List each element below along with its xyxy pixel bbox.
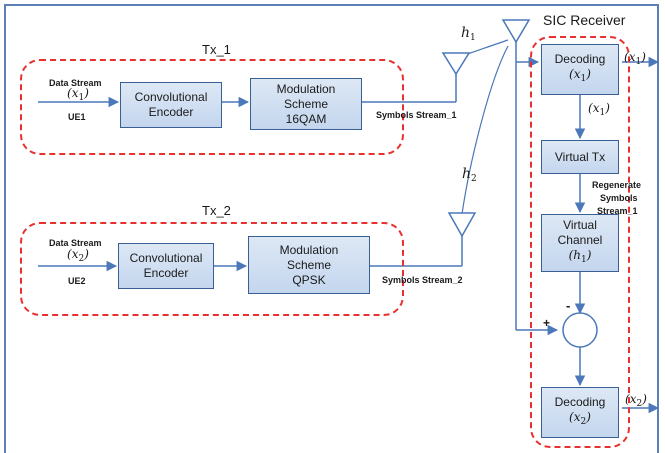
- tx2-input-label: Data Stream: [49, 238, 102, 248]
- tx2-user-label: UE2: [68, 276, 86, 286]
- channel-h1-label: h1: [461, 25, 476, 43]
- tx2-modulation-line3: QPSK: [292, 272, 326, 287]
- regenerate-line3: Stream_1: [597, 206, 638, 216]
- tx1-input-symbol: (x1): [67, 86, 89, 103]
- virtual-channel-line2: Channel: [557, 233, 603, 247]
- virtual-channel-line1: Virtual: [563, 218, 597, 232]
- tx1-user-label: UE1: [68, 112, 86, 122]
- decoding2-box: Decoding (x2): [541, 387, 619, 438]
- virtual-channel-symbol: (h1): [568, 248, 592, 265]
- decoding2-label: Decoding: [554, 395, 606, 409]
- tx2-modulation-line1: Modulation: [279, 242, 339, 257]
- sic-receiver-title: SIC Receiver: [543, 12, 626, 28]
- tx2-group-label: Tx_2: [202, 203, 231, 218]
- tx1-encoder-line1: Convolutional: [134, 90, 208, 104]
- combiner-circle: [562, 312, 598, 348]
- sic-receiver-group: [530, 36, 630, 448]
- tx2-encoder-box: Convolutional Encoder: [118, 243, 214, 289]
- tx2-modulation-line2: Scheme: [286, 257, 332, 272]
- tx1-group: [20, 59, 404, 155]
- tx1-input-label: Data Stream: [49, 78, 102, 88]
- tx1-modulation-line1: Modulation: [276, 81, 336, 96]
- tx1-modulation-box: Modulation Scheme 16QAM: [250, 78, 362, 130]
- combiner-minus-sign: -: [566, 298, 571, 313]
- tx2-group: [20, 222, 404, 316]
- channel-h2-label: h2: [462, 166, 477, 184]
- tx2-encoder-line1: Convolutional: [129, 251, 203, 265]
- tx1-antenna-icon: [441, 52, 471, 76]
- tx2-stream-label: Symbols Stream_2: [382, 275, 463, 285]
- decoding1-box: Decoding (x1): [541, 44, 619, 95]
- tx1-stream-label: Symbols Stream_1: [376, 110, 457, 120]
- rx-antenna-icon: [501, 19, 531, 44]
- channel-h2-curve: [461, 45, 509, 215]
- tx1-modulation-line3: 16QAM: [285, 111, 327, 126]
- regenerate-line1: Regenerate: [592, 180, 642, 190]
- tx1-group-label: Tx_1: [202, 42, 231, 57]
- tx1-encoder-line2: Encoder: [148, 105, 194, 119]
- combiner-plus-sign: +: [543, 316, 551, 330]
- virtual-tx-box: Virtual Tx: [541, 140, 619, 174]
- tx1-encoder-box: Convolutional Encoder: [120, 82, 222, 128]
- output1-symbol: (x1): [624, 50, 646, 67]
- virtual-channel-box: Virtual Channel (h1): [541, 214, 619, 272]
- regenerate-line2: Symbols: [600, 193, 638, 203]
- intermediate-symbol: (x1): [588, 101, 610, 118]
- decoding2-symbol: (x2): [569, 410, 591, 427]
- tx2-input-symbol: (x2): [67, 247, 89, 264]
- tx1-modulation-line2: Scheme: [283, 96, 329, 111]
- tx2-antenna-icon: [447, 212, 477, 238]
- tx2-modulation-box: Modulation Scheme QPSK: [248, 236, 370, 294]
- decoding1-symbol: (x1): [569, 67, 591, 84]
- output2-symbol: (x2): [625, 392, 647, 409]
- virtual-tx-label: Virtual Tx: [554, 149, 606, 164]
- decoding1-label: Decoding: [554, 52, 606, 66]
- tx2-encoder-line2: Encoder: [143, 266, 189, 280]
